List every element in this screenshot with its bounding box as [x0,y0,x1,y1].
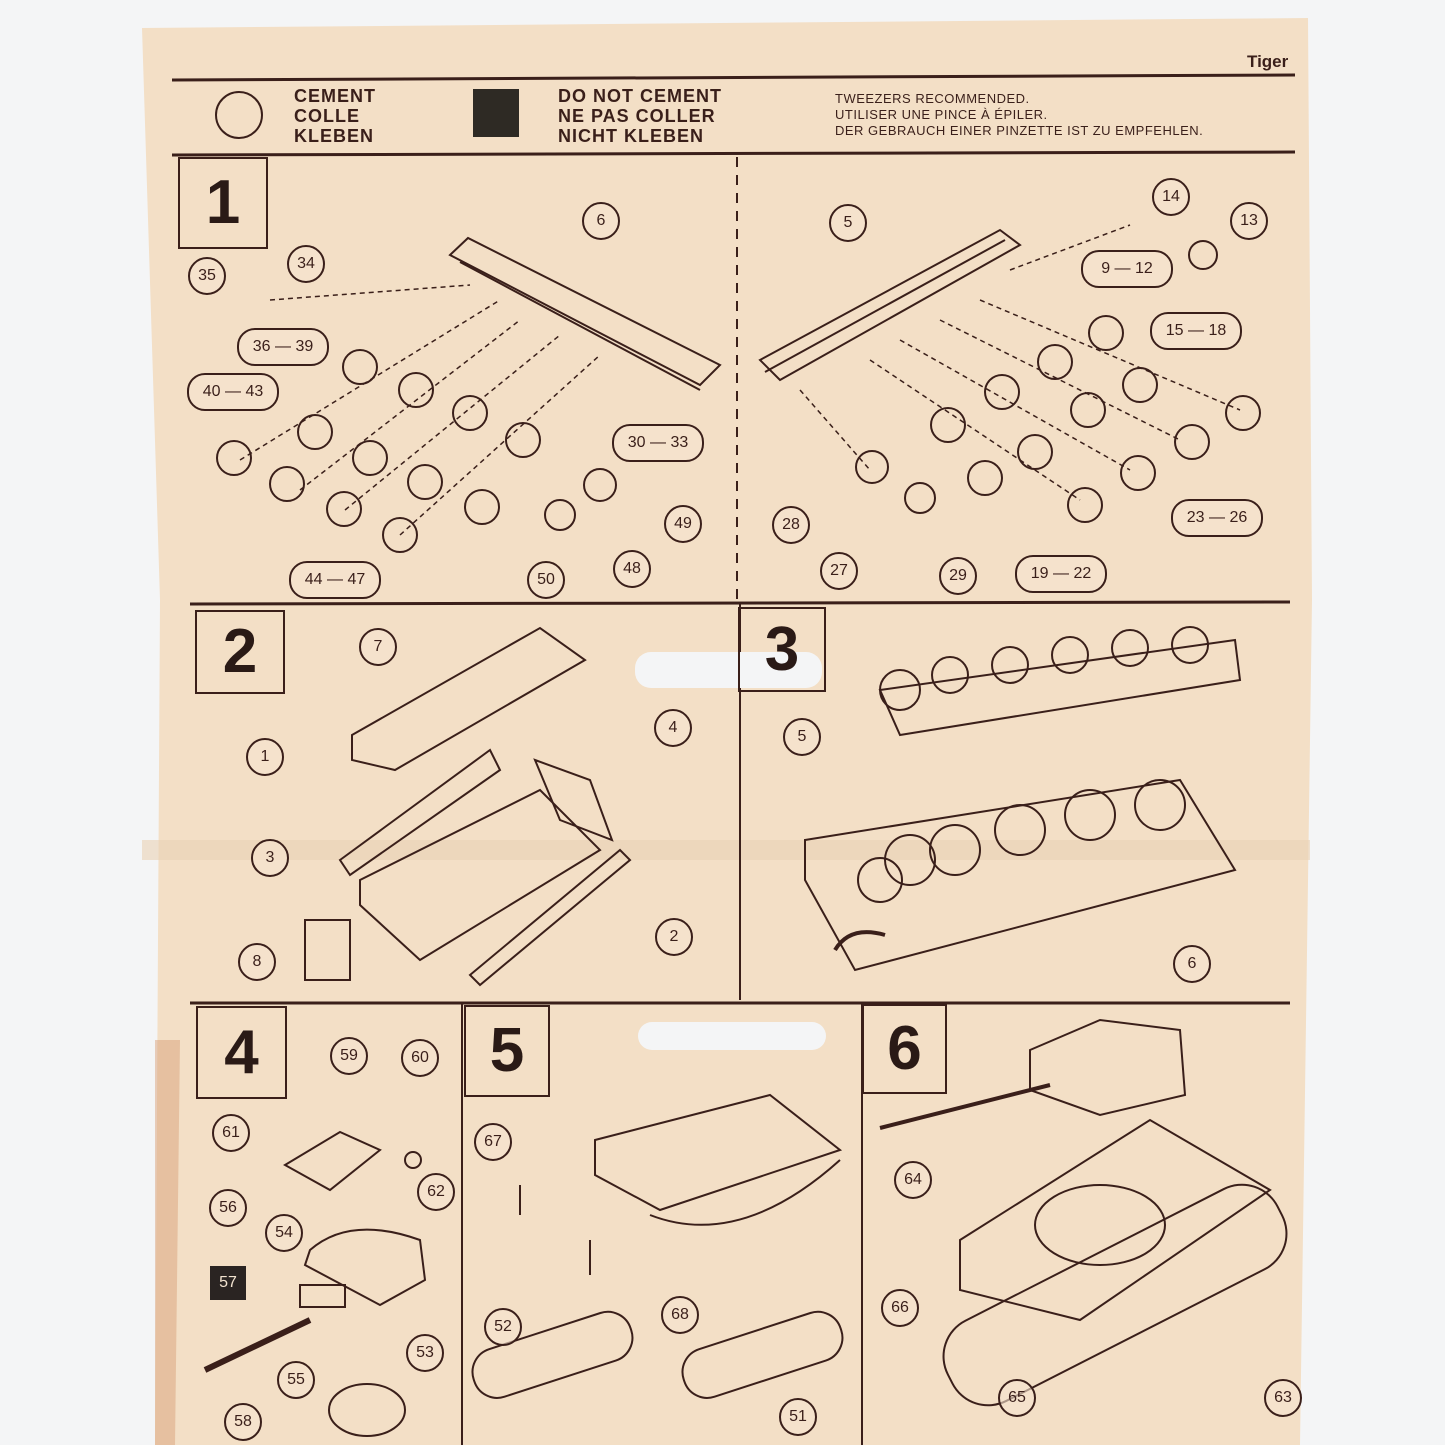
part-range-callout: 9 — 12 [1081,250,1173,288]
part-callout: 60 [401,1039,439,1077]
step-number-4: 4 [196,1006,287,1099]
part-range-callout: 36 — 39 [237,328,329,366]
part-callout: 6 [1173,945,1211,983]
hang-slot-top [635,652,822,688]
part-callout: 58 [224,1403,262,1441]
no-cement-legend-en: DO NOT CEMENT [558,86,722,106]
part-callout: 52 [484,1308,522,1346]
tweezers-note-fr: UTILISER UNE PINCE À ÉPILER. [835,107,1048,122]
part-callout: 54 [265,1214,303,1252]
cement-legend-de: KLEBEN [294,126,375,146]
part-callout: 3 [251,839,289,877]
part-callout: 5 [829,204,867,242]
suspension-bar-left [448,236,722,391]
no-cement-legend-fr: NE PAS COLLER [558,106,716,126]
part-callout: 7 [359,628,397,666]
suspension-bar-right [758,228,1022,382]
part-callout: 66 [881,1289,919,1327]
part-range-callout: 40 — 43 [187,373,279,411]
part-callout: 4 [654,709,692,747]
part-range-callout: 30 — 33 [612,424,704,462]
tweezers-note: TWEEZERS RECOMMENDED. UTILISER UNE PINCE… [835,91,1203,139]
tweezers-note-en: TWEEZERS RECOMMENDED. [835,91,1030,106]
part-callout: 13 [1230,202,1268,240]
part-callout: 51 [779,1398,817,1436]
no-cement-legend-de: NICHT KLEBEN [558,126,704,146]
part-callout: 5 [783,718,821,756]
part-callout: 34 [287,245,325,283]
part-callout: 6 [582,202,620,240]
part-callout: 8 [238,943,276,981]
cement-legend-fr: COLLE [294,106,360,126]
part-callout: 61 [212,1114,250,1152]
step-number-3: 3 [738,607,826,692]
part-range-callout: 23 — 26 [1171,499,1263,537]
step-number-6: 6 [862,1004,947,1094]
part-callout: 48 [613,550,651,588]
part-callout-do-not-cement: 57 [210,1266,246,1300]
part-range-callout: 19 — 22 [1015,555,1107,593]
part-range-callout: 15 — 18 [1150,312,1242,350]
no-cement-legend: DO NOT CEMENT NE PAS COLLER NICHT KLEBEN [558,86,722,146]
turret-parts-drawing [203,1130,427,1437]
part-callout: 28 [772,506,810,544]
tweezers-note-de: DER GEBRAUCH EINER PINZETTE IST ZU EMPFE… [835,123,1204,138]
step-number-2: 2 [195,610,285,694]
track-assembly-drawing [804,626,1242,972]
cement-legend: CEMENT COLLE KLEBEN [294,86,376,146]
part-callout: 68 [661,1296,699,1334]
part-range-callout: 44 — 47 [289,561,381,599]
part-callout: 59 [330,1037,368,1075]
hull-parts-drawing [304,626,632,987]
step-number-1: 1 [178,157,268,249]
tank-final-assembly-drawing [879,1018,1288,1407]
hang-slot-bottom [638,1022,826,1050]
part-callout: 64 [894,1161,932,1199]
part-callout: 29 [939,557,977,595]
part-callout: 35 [188,257,226,295]
part-callout: 2 [655,918,693,956]
part-callout: 65 [998,1379,1036,1417]
part-callout: 62 [417,1173,455,1211]
part-callout: 27 [820,552,858,590]
part-callout: 1 [246,738,284,776]
part-callout: 63 [1264,1379,1302,1417]
part-callout: 67 [474,1123,512,1161]
part-callout: 14 [1152,178,1190,216]
cement-legend-en: CEMENT [294,86,376,106]
part-callout: 56 [209,1189,247,1227]
hull-tracks-drawing [471,1093,844,1399]
part-callout: 49 [664,505,702,543]
model-name: Tiger [1247,52,1289,71]
part-callout: 50 [527,561,565,599]
step-number-5: 5 [464,1005,550,1097]
part-callout: 55 [277,1361,315,1399]
part-callout: 53 [406,1334,444,1372]
